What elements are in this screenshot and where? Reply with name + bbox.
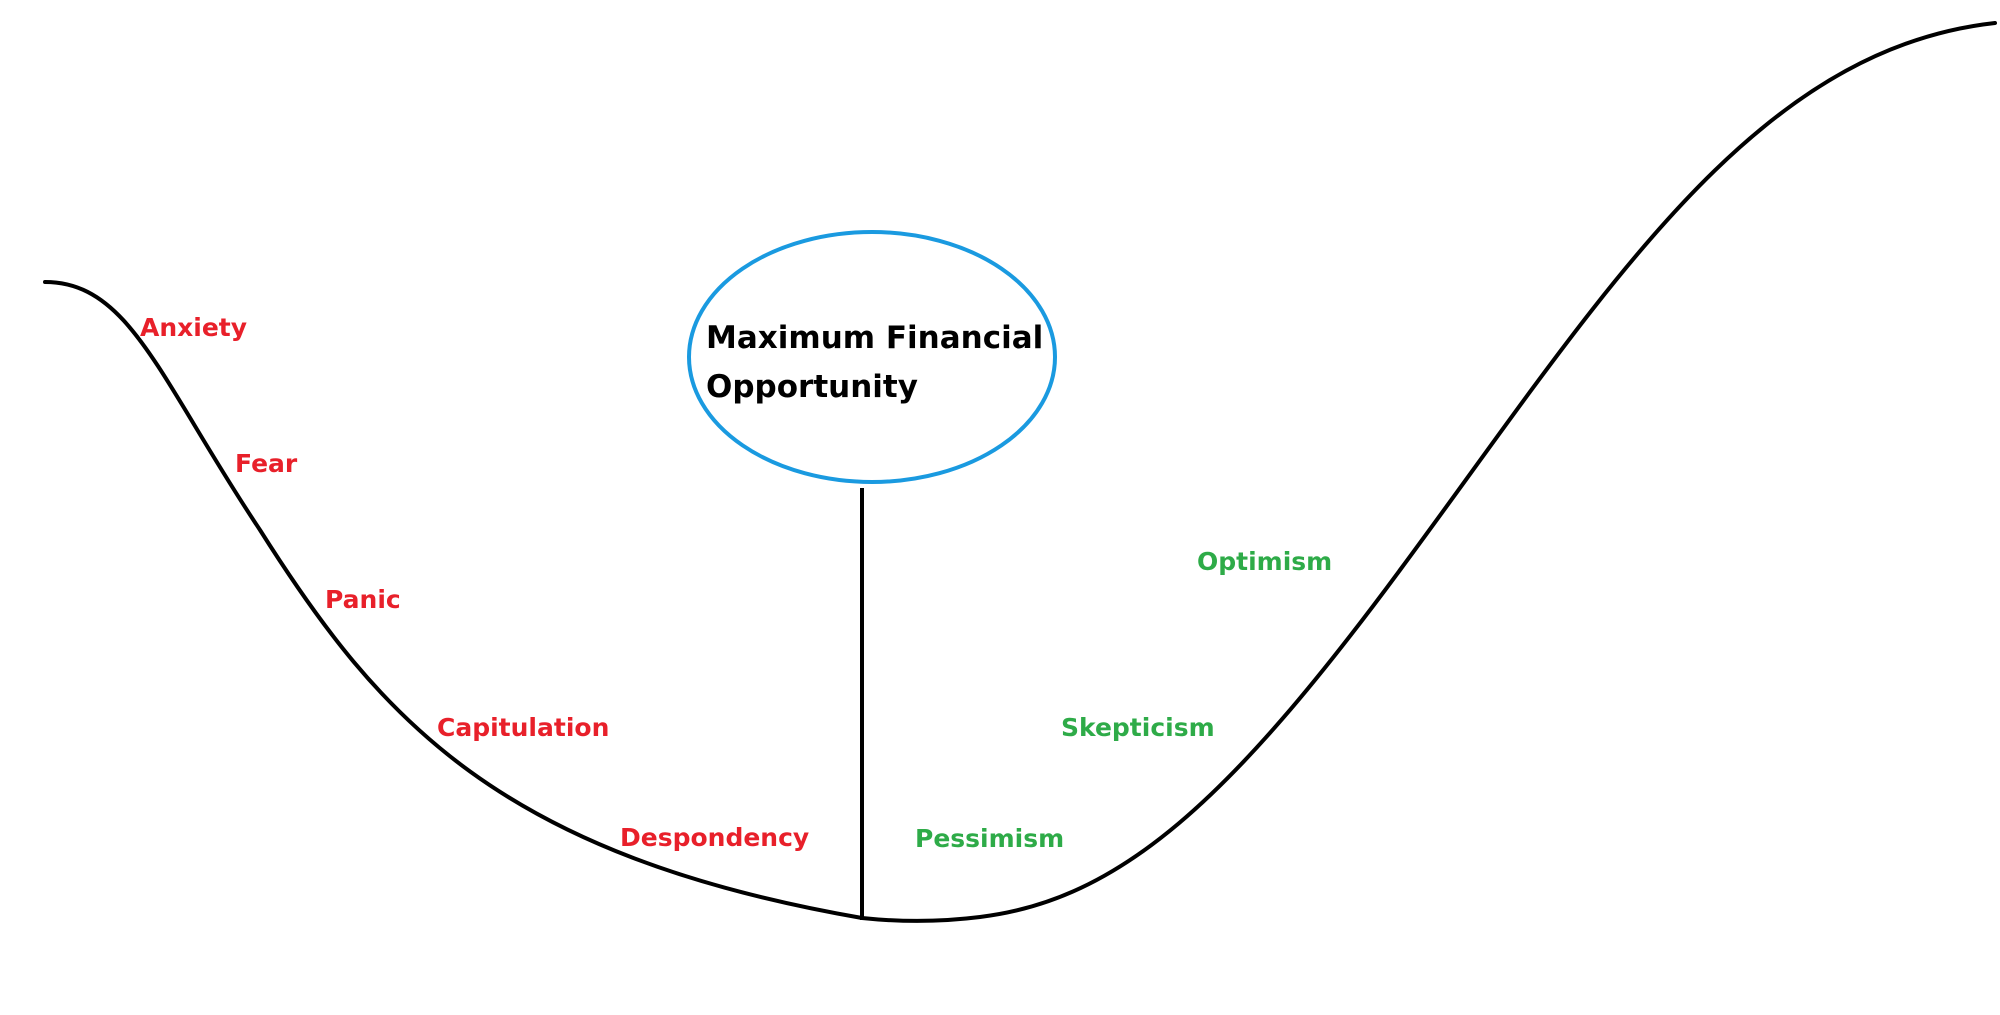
sentiment-curve [43, 21, 1997, 923]
stage-label-skepticism: Skepticism [1061, 713, 1215, 742]
stage-label-capitulation: Capitulation [437, 713, 609, 742]
stage-label-optimism: Optimism [1197, 547, 1332, 576]
stage-label-panic: Panic [325, 585, 401, 614]
callout-title-line1: Maximum Financial [706, 320, 1043, 356]
callout-ellipse [687, 230, 1057, 484]
stage-label-fear: Fear [235, 449, 298, 478]
callout-title-line2: Opportunity [706, 369, 918, 405]
stage-label-despondency: Despondency [620, 823, 809, 852]
stage-label-pessimism: Pessimism [915, 824, 1064, 853]
stage-label-anxiety: Anxiety [140, 313, 247, 342]
